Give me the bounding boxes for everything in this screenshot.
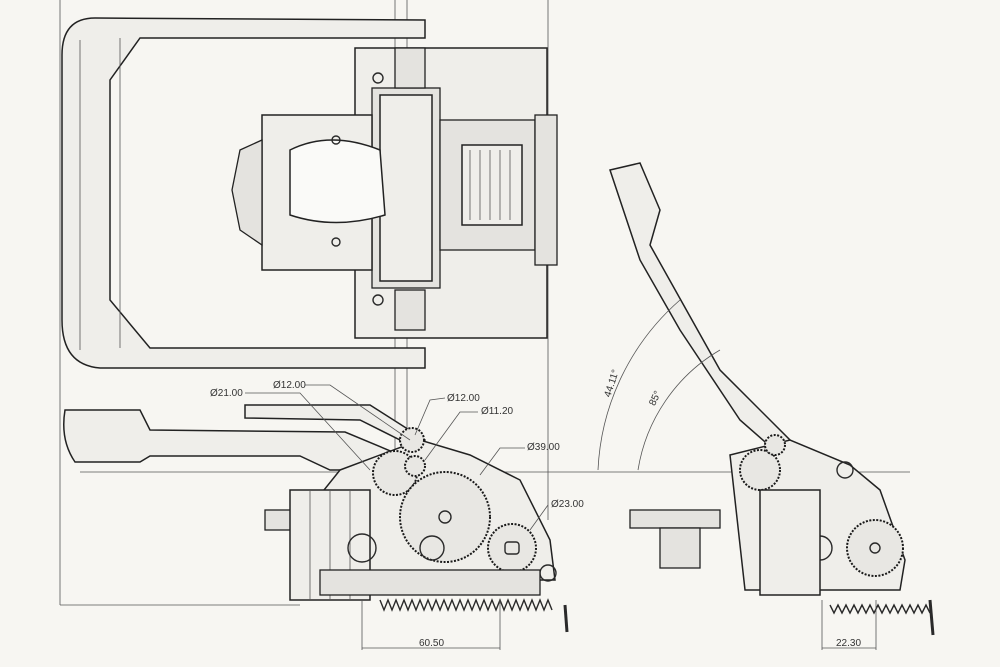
dim-length-22-30: 22.30 <box>836 638 862 649</box>
dim-diameter-12-b: Ø12.00 <box>447 393 480 404</box>
dim-length-60-50: 60.50 <box>419 638 445 649</box>
dim-diameter-12-a: Ø12.00 <box>273 380 306 391</box>
dim-diameter-39: Ø39.00 <box>527 442 560 453</box>
top-view-body <box>231 47 558 339</box>
side-view-right <box>597 162 935 636</box>
side-view-left <box>63 404 569 633</box>
dim-diameter-21: Ø21.00 <box>210 388 243 399</box>
dim-diameter-11-20: Ø11.20 <box>481 406 514 417</box>
dimension-lines <box>245 384 877 650</box>
dim-diameter-23: Ø23.00 <box>551 499 584 510</box>
top-view-handle <box>61 17 426 369</box>
